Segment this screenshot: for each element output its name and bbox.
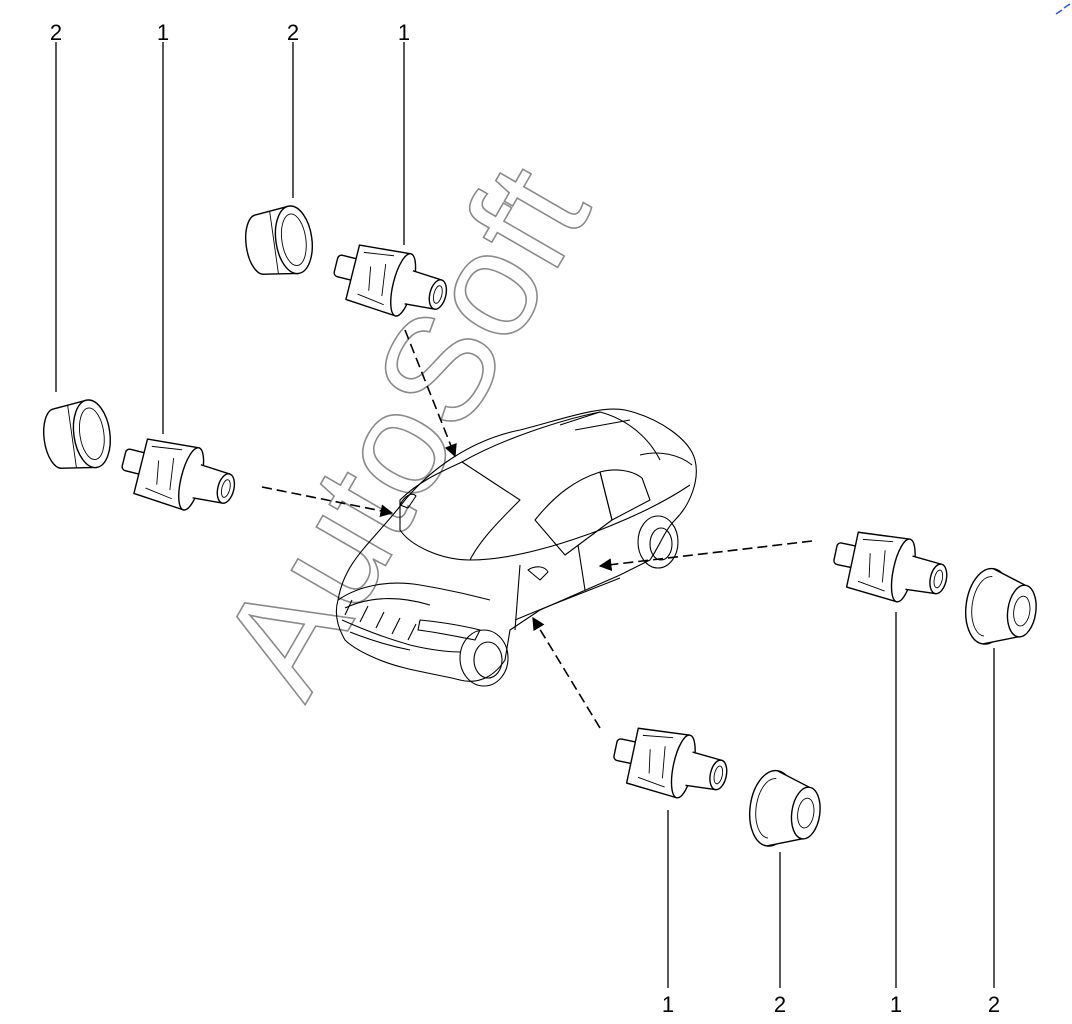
car-outline: [335, 408, 697, 687]
arrow-left: [261, 486, 394, 518]
grommet-right: [960, 564, 1042, 652]
label-sensor-bottom: 1: [662, 992, 674, 1017]
label-grommet-top-middle: 2: [287, 20, 299, 45]
grommet-top-middle: [240, 202, 318, 281]
grommet-top-left: [38, 396, 116, 475]
label-grommet-right: 2: [988, 992, 1000, 1017]
arrow-bottom: [532, 616, 601, 729]
label-sensor-top-middle: 1: [398, 20, 410, 45]
sensor-bottom: [607, 719, 734, 808]
label-sensor-right: 1: [890, 992, 902, 1017]
leader-lines: [55, 42, 995, 988]
arrow-right: [598, 540, 813, 572]
sensor-top-left: [114, 430, 243, 522]
arrow-top: [404, 329, 457, 458]
arrows: [261, 329, 813, 729]
sensor-right: [827, 523, 954, 612]
grommet-bottom: [744, 766, 826, 854]
corner-mark-icon: [1055, 3, 1071, 15]
label-sensor-top-left: 1: [157, 20, 169, 45]
label-grommet-bottom: 2: [774, 992, 786, 1017]
label-grommet-top-left: 2: [50, 20, 62, 45]
